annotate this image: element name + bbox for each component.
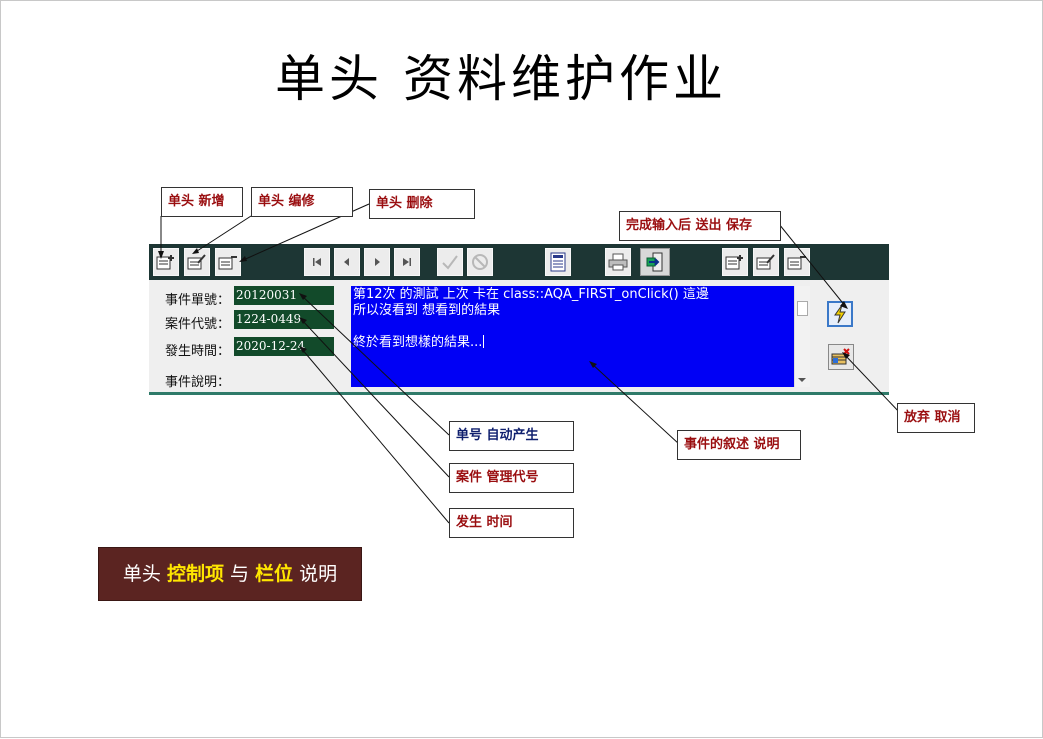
memo-scrollbar[interactable] [794,286,810,387]
callout-auto-no: 单号 自动产生 [449,421,574,451]
section-banner: 单头 控制项 与 栏位 说明 [98,547,362,601]
form-divider [149,392,889,395]
first-record-button[interactable] [304,248,330,276]
toolbar [149,244,889,280]
scroll-thumb[interactable] [797,301,808,316]
memo-blank-line [353,319,792,335]
exit-button[interactable] [640,248,670,276]
cancel-button[interactable] [467,248,493,276]
callout-edit-header: 单头 编修 [251,187,353,217]
first-icon [313,258,321,266]
event-no-field[interactable]: 20120031 [234,286,334,305]
case-code-field[interactable]: 1224-0449 [234,310,334,329]
banner-highlight: 控制项 [166,563,224,585]
print-icon [608,253,628,271]
banner-text: 单头 [122,563,167,585]
case-code-label: 案件代號： [165,317,231,332]
delete-detail-button[interactable] [784,248,810,276]
prev-record-button[interactable] [334,248,360,276]
print-button[interactable] [605,248,631,276]
add-detail-icon [725,255,743,270]
callout-delete-header: 单头 删除 [369,189,475,219]
memo-line: 所以沒看到 想看到的結果 [353,303,501,318]
confirm-check-icon [442,255,458,270]
last-icon [403,258,411,266]
edit-detail-icon [756,254,775,270]
add-header-button[interactable] [153,248,179,276]
memo-line: 終於看到想樣的結果... [353,335,483,350]
scroll-down-icon[interactable] [798,378,806,382]
delete-detail-icon [787,256,806,270]
add-detail-button[interactable] [722,248,748,276]
next-icon [375,258,380,266]
cancel-circle-icon [472,254,488,270]
description-memo[interactable]: 第12次 的測試 上次 卡在 class::AQA_FIRST_onClick(… [351,286,794,387]
occur-time-label: 發生時間： [165,344,231,359]
event-no-label: 事件單號： [165,293,231,308]
occur-time-field[interactable]: 2020-12-24 [234,337,334,356]
callout-description: 事件的叙述 说明 [677,430,801,460]
callout-add-header: 单头 新增 [161,187,243,217]
memo-line: 第12次 的測試 上次 卡在 class::AQA_FIRST_onClick(… [353,287,709,302]
text-caret [483,335,485,348]
callout-save: 完成输入后 送出 保存 [619,211,781,241]
report-icon [550,252,566,272]
callout-cancel: 放弃 取消 [897,403,975,433]
edit-detail-button[interactable] [753,248,779,276]
delete-record-icon [218,256,237,270]
prev-icon [344,258,349,266]
abandon-button[interactable] [828,344,854,370]
callout-occur-time: 发生 时间 [449,508,574,538]
add-record-icon [156,255,174,270]
edit-header-button[interactable] [184,248,210,276]
abandon-icon [831,348,850,365]
exit-icon [646,252,663,272]
confirm-button[interactable] [437,248,463,276]
banner-text: 说明 [293,563,338,585]
report-button[interactable] [545,248,571,276]
callout-case-code: 案件 管理代号 [449,463,574,493]
delete-header-button[interactable] [215,248,241,276]
save-lightning-icon [834,304,846,324]
page-title: 单头 资料维护作业 [275,50,727,108]
last-record-button[interactable] [394,248,420,276]
description-label: 事件說明： [165,375,231,390]
banner-highlight: 栏位 [255,563,294,585]
memo-line-wrap: 終於看到想樣的結果... [353,335,792,351]
next-record-button[interactable] [364,248,390,276]
edit-record-icon [187,254,206,270]
banner-text: 与 [223,563,256,585]
save-button[interactable] [827,301,853,327]
